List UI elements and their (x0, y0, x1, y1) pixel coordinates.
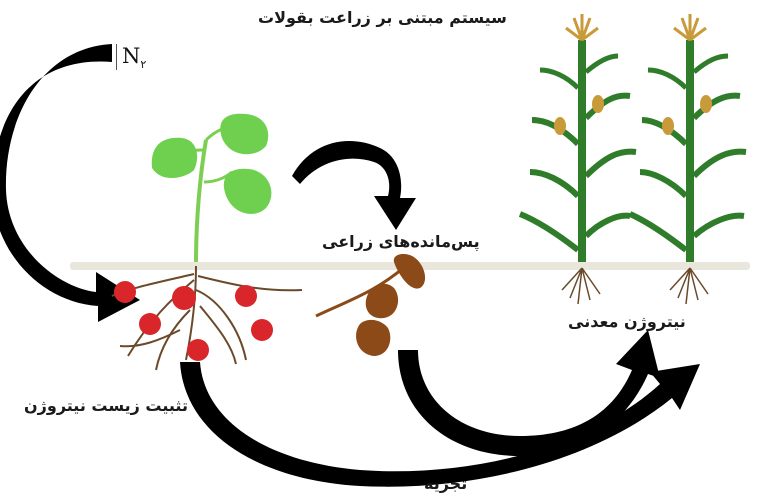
corn-plant-right (630, 14, 746, 262)
nodule (114, 281, 136, 303)
n2-label: N۲ (122, 44, 146, 71)
decomposition-arrows (180, 330, 700, 487)
legume-leaf (220, 114, 268, 154)
nodule (235, 285, 257, 307)
nodule (187, 339, 209, 361)
corn-ear (554, 117, 566, 135)
corn-plant-left (520, 14, 636, 262)
corn-ear (700, 95, 712, 113)
corn-roots (562, 268, 708, 304)
nodule (172, 286, 196, 310)
diagram-title: سیستم مبتنی بر زراعت بقولات (258, 8, 507, 27)
decomposition-label: تجزیه (424, 474, 467, 493)
nodule (251, 319, 273, 341)
biological-fixation-label: تثبیت زیست نیتروژن (24, 396, 188, 415)
nodule (139, 313, 161, 335)
residue-leaf (394, 254, 425, 289)
corn-ear (662, 117, 674, 135)
residue-arrow (292, 141, 416, 230)
corn-tassel (674, 14, 706, 40)
n2-fixation-arrow (0, 44, 140, 322)
corn-ear (592, 95, 604, 113)
legume-leaf (224, 169, 272, 214)
residue-leaf (356, 320, 390, 356)
n2-bracket (116, 44, 117, 70)
root-nodules (114, 281, 273, 361)
crop-residues-label: پس‌مانده‌های زراعی (322, 232, 480, 251)
corn-tassel (566, 14, 598, 40)
legume-plant (152, 114, 272, 262)
mineral-nitrogen-label: نیتروژن معدنی (568, 312, 686, 331)
legume-leaf (152, 138, 197, 178)
